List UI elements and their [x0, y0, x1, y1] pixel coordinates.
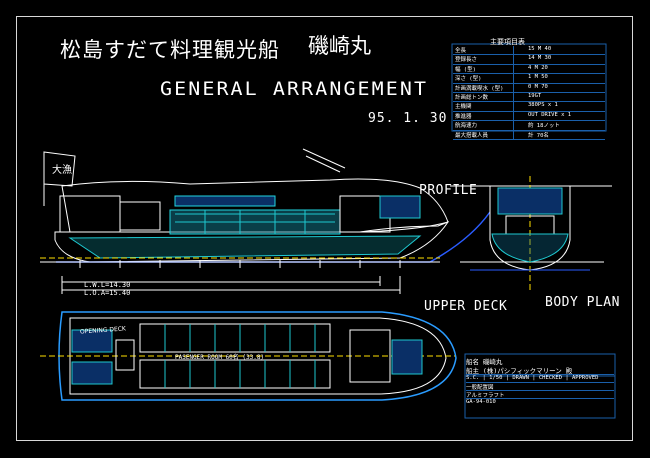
spec-table-title: 主要項目表 [490, 38, 525, 46]
spec-table-border [451, 43, 607, 132]
spec-row: 計画満載喫水 (型)0 M 70 [453, 83, 605, 93]
body-plan-view [450, 176, 612, 290]
spec-row: 最大搭載人員計 70名 [453, 130, 605, 140]
drawing-date: 95. 1. 30 [368, 111, 448, 126]
upper-deck-view [40, 311, 457, 401]
title-block-owner: 船主 (株)パシフィックマリーン 殿 [466, 367, 573, 375]
title-block-ship: 船名 磯崎丸 [466, 358, 503, 366]
dim-lwl: L.W.L=14.30 [84, 281, 131, 289]
drawing-title-japanese: 松島すだて料理観光船 [60, 38, 280, 62]
body-plan-label: BODY PLAN [545, 295, 620, 310]
title-block-row: GA-94-010 [466, 398, 614, 406]
spec-row: 航海速力約 18ノット [453, 121, 605, 131]
upper-deck-label: UPPER DECK [424, 299, 508, 314]
spec-row: 幅 (型)4 M 20 [453, 64, 605, 75]
profile-label: PROFILE [419, 183, 478, 198]
ship-name: 磯崎丸 [308, 34, 371, 58]
title-block-row: アルミフラフト [466, 390, 614, 398]
title-block-row: S.C. | 1/50 | DRAWN | CHECKED | APPROVED [466, 374, 614, 382]
passenger-room-label: PASENGER ROOM 60名 (33.8) [175, 354, 265, 361]
drawing-frame [16, 16, 633, 441]
profile-view [40, 148, 491, 294]
title-block-border [464, 353, 616, 419]
dim-loa: L.O.A=15.40 [84, 289, 131, 297]
flag-text: 大漁 [52, 165, 72, 176]
drawing-title-english: GENERAL ARRANGEMENT [160, 78, 429, 100]
spec-row: 深さ (型)1 M 50 [453, 74, 605, 84]
title-block: 船名 磯崎丸 船主 (株)パシフィックマリーン 殿 S.C. | 1/50 | … [466, 356, 614, 406]
title-block-row: 一般配置図 [466, 382, 614, 390]
